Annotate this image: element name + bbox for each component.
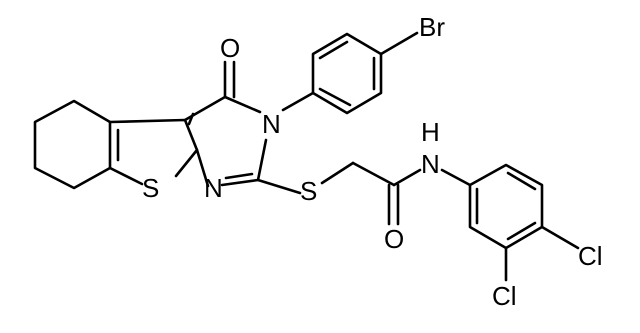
bromophenyl-ring-bonds bbox=[311, 32, 383, 115]
n-aryl-bond bbox=[281, 91, 315, 112]
pyrimidinone-ring-bonds bbox=[183, 95, 268, 188]
bond-lines bbox=[33, 31, 580, 282]
c-br-bond bbox=[379, 31, 419, 56]
amide-carbonyl-double-bond bbox=[387, 183, 400, 226]
pyrimidinone-double-bond-c2-n1 bbox=[224, 172, 254, 180]
carbonyl-n-bond bbox=[392, 168, 422, 187]
atom-o-amide: O bbox=[384, 224, 404, 254]
atom-s-thioether: S bbox=[300, 176, 317, 206]
s-ch2-bond bbox=[320, 161, 355, 185]
c-cl-para-bond bbox=[540, 225, 580, 250]
atom-br: Br bbox=[419, 12, 445, 42]
carbonyl-double-bond bbox=[223, 60, 236, 99]
cyclohexane-ring-bonds bbox=[33, 99, 112, 190]
atom-cl-para: Cl bbox=[578, 241, 603, 271]
atom-n1: N bbox=[204, 173, 223, 203]
atom-n-amide: N bbox=[421, 149, 440, 179]
c2-s-bond bbox=[256, 178, 302, 195]
ch2-carbonyl-bond bbox=[351, 161, 396, 187]
pyrimidinone-double-bond-c4a-c8a bbox=[187, 112, 195, 126]
dichlorophenyl-ring-bonds bbox=[468, 163, 544, 250]
bromophenyl-inner-double-bonds bbox=[318, 40, 376, 107]
atom-n3: N bbox=[262, 109, 281, 139]
dichlorophenyl-inner-double-bonds bbox=[475, 171, 537, 241]
atom-cl-meta: Cl bbox=[492, 281, 517, 311]
n-aryl-bond-2 bbox=[440, 168, 472, 187]
atom-h-amide: H bbox=[421, 117, 440, 147]
atom-labels: Br O N S N S H N O Cl Cl bbox=[142, 12, 603, 311]
atom-o-carbonyl: O bbox=[220, 33, 240, 63]
thiophene-ring-bonds bbox=[108, 118, 199, 186]
atom-s-thiophene: S bbox=[142, 173, 159, 203]
